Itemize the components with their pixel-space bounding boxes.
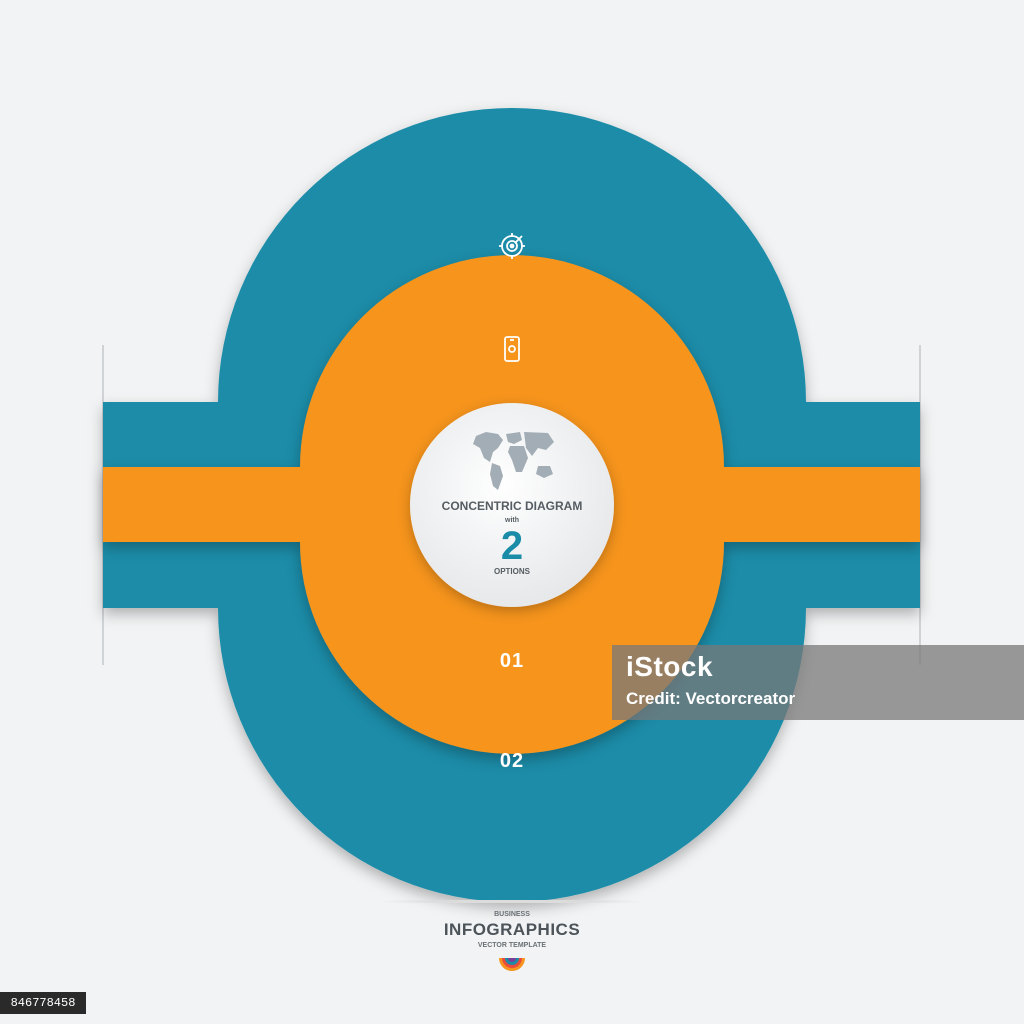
footer-logo-block: BUSINESS INFOGRAPHICS VECTOR TEMPLATE (380, 900, 644, 990)
watermark-brand: iStock (626, 651, 714, 682)
footer-top-text: BUSINESS (494, 911, 530, 918)
smartphone-icon (504, 336, 520, 362)
center-with: with (504, 517, 519, 524)
center-options: OPTIONS (494, 567, 531, 576)
center-count: 2 (501, 524, 523, 568)
option-01-label: 01 (500, 650, 524, 672)
option-02-label: 02 (500, 750, 524, 772)
stock-id-badge: 846778458 (0, 992, 86, 1014)
rainbow-logo-icon (499, 958, 525, 971)
center-circle (410, 403, 614, 607)
footer-title: INFOGRAPHICS (443, 920, 581, 939)
target-icon (499, 233, 525, 259)
watermark: iStock Credit: Vectorcreator (612, 645, 1024, 720)
world-map-icon (473, 432, 554, 490)
watermark-credit: Credit: Vectorcreator (626, 689, 796, 708)
center-title: CONCENTRIC DIAGRAM (442, 499, 583, 513)
footer-bottom-text: VECTOR TEMPLATE (477, 942, 547, 949)
footer-divider (380, 900, 644, 903)
